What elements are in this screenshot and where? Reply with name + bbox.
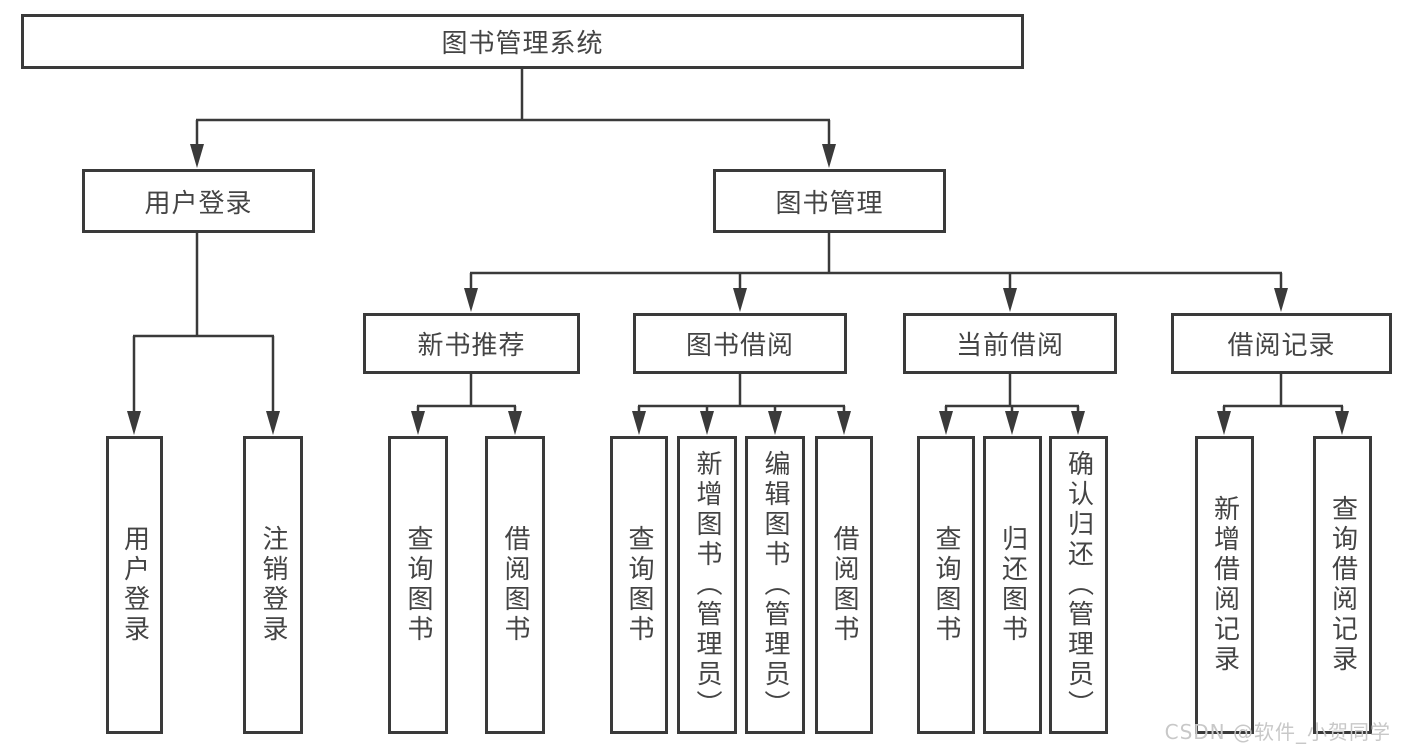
leaf-add-book-admin-label: 新增图书（管理员） bbox=[692, 450, 722, 720]
leaf-confirm-return-admin-label: 确认归还（管理员） bbox=[1063, 450, 1094, 720]
leaf-user-login-label: 用户登录 bbox=[119, 525, 150, 645]
node-user-login: 用户登录 bbox=[82, 169, 315, 233]
leaf-return-book: 归还图书 bbox=[983, 436, 1042, 734]
leaf-query-books-current: 查询图书 bbox=[917, 436, 975, 734]
leaf-query-books-borrowing: 查询图书 bbox=[610, 436, 668, 734]
node-book-borrowing: 图书借阅 bbox=[633, 313, 847, 374]
leaf-query-books-recommend: 查询图书 bbox=[388, 436, 448, 734]
leaf-query-books-current-label: 查询图书 bbox=[931, 525, 961, 645]
leaf-borrow-books-borrowing-label: 借阅图书 bbox=[829, 525, 859, 645]
watermark: CSDN @软件_小贺同学 bbox=[1164, 720, 1391, 744]
leaf-query-books-borrowing-label: 查询图书 bbox=[624, 525, 654, 645]
leaf-add-borrow-record: 新增借阅记录 bbox=[1195, 436, 1254, 734]
leaf-logout-label: 注销登录 bbox=[258, 525, 288, 645]
leaf-edit-book-admin-label: 编辑图书（管理员） bbox=[760, 450, 790, 720]
leaf-add-borrow-record-label: 新增借阅记录 bbox=[1209, 495, 1240, 675]
node-book-management: 图书管理 bbox=[713, 169, 946, 233]
root-node-library-system: 图书管理系统 bbox=[21, 14, 1024, 69]
leaf-confirm-return-admin: 确认归还（管理员） bbox=[1049, 436, 1108, 734]
node-current-borrowing: 当前借阅 bbox=[903, 313, 1117, 374]
leaf-borrow-books-recommend: 借阅图书 bbox=[485, 436, 545, 734]
leaf-return-book-label: 归还图书 bbox=[997, 525, 1028, 645]
leaf-borrow-books-recommend-label: 借阅图书 bbox=[500, 525, 530, 645]
node-new-book-recommendation: 新书推荐 bbox=[363, 313, 580, 374]
leaf-query-borrow-record: 查询借阅记录 bbox=[1313, 436, 1372, 734]
leaf-query-books-recommend-label: 查询图书 bbox=[403, 525, 433, 645]
leaf-query-borrow-record-label: 查询借阅记录 bbox=[1327, 495, 1358, 675]
leaf-add-book-admin: 新增图书（管理员） bbox=[677, 436, 737, 734]
node-borrowing-records: 借阅记录 bbox=[1171, 313, 1392, 374]
leaf-user-login: 用户登录 bbox=[106, 436, 163, 734]
leaf-logout: 注销登录 bbox=[243, 436, 303, 734]
leaf-edit-book-admin: 编辑图书（管理员） bbox=[745, 436, 805, 734]
leaf-borrow-books-borrowing: 借阅图书 bbox=[815, 436, 873, 734]
